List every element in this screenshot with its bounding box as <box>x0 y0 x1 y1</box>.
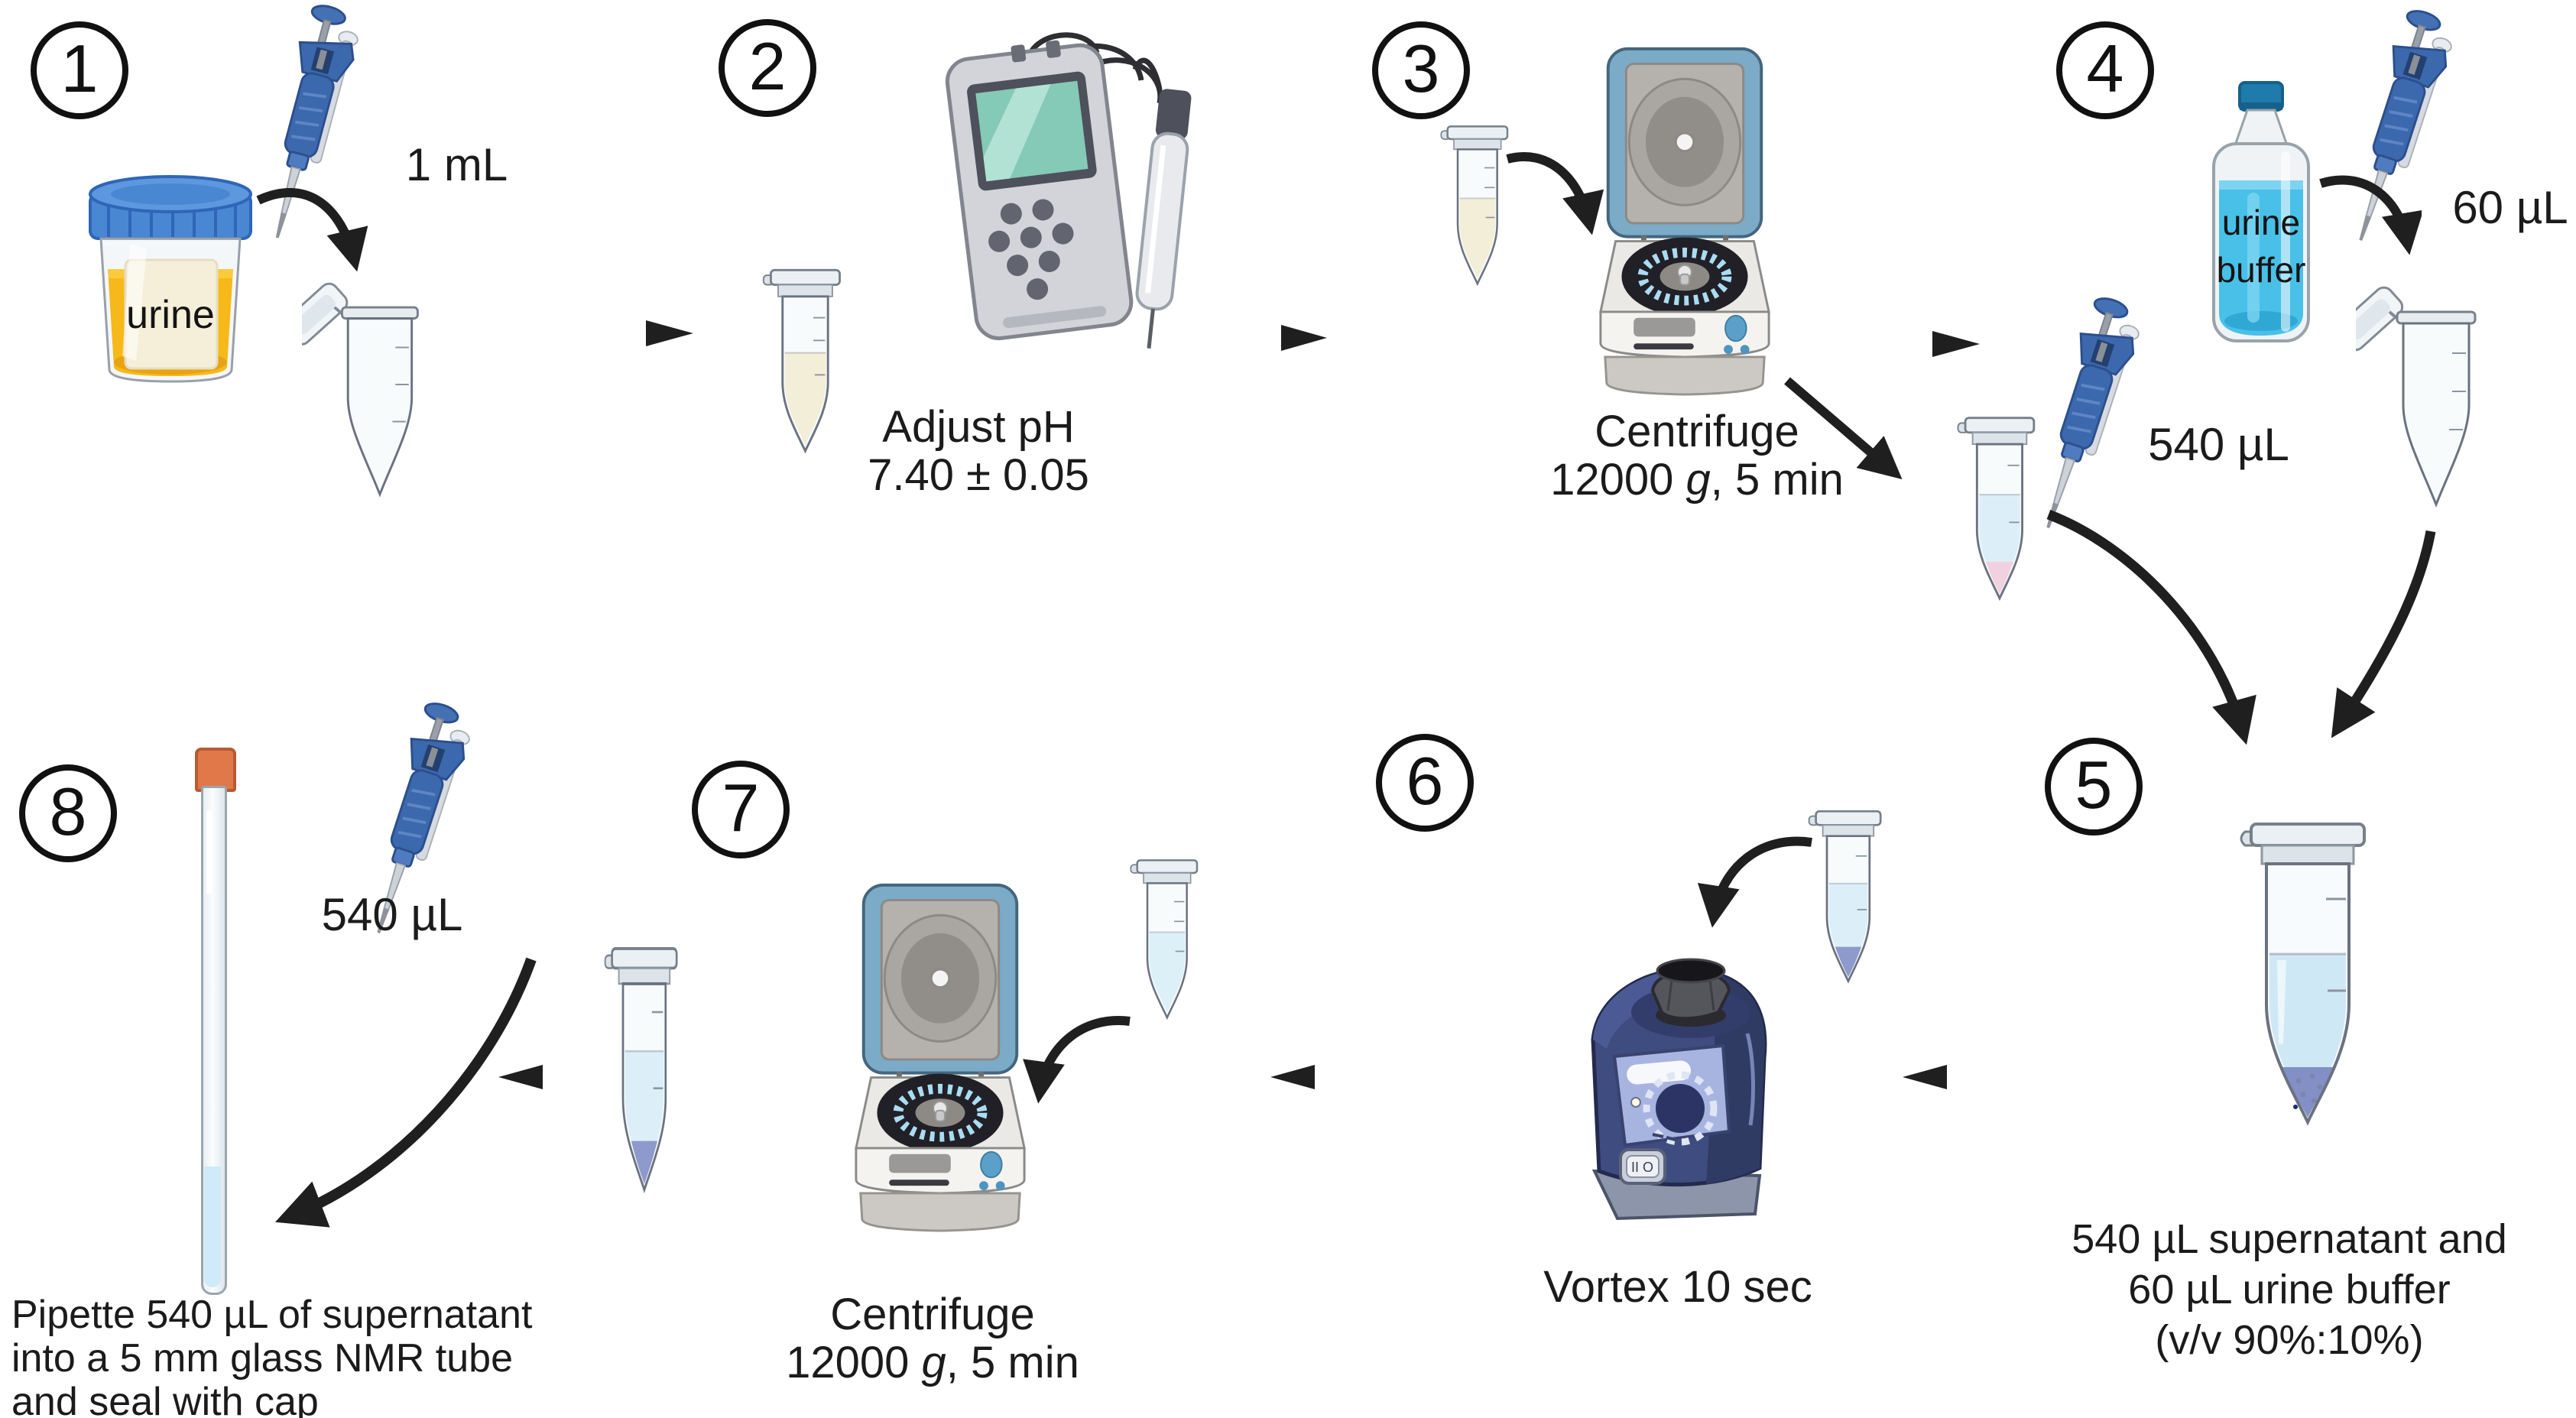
step-1-number: 1 <box>60 31 99 106</box>
step-2-caption-line1: Adjust pH <box>882 402 1075 452</box>
step-7-caption: Centrifuge 12000 g, 5 min <box>764 1290 1101 1387</box>
step-3-number: 3 <box>1402 31 1440 106</box>
step-5-caption-line3: (v/v 90%:10%) <box>2155 1317 2424 1363</box>
curved-arrow-icon <box>1697 836 1812 928</box>
step-4-supernatant-volume-label: 540 µL <box>2148 419 2289 470</box>
step-3-caption-line2: 12000 g, 5 min <box>1550 455 1844 505</box>
step-5-badge: 5 <box>2045 738 2143 836</box>
step-7-number: 7 <box>722 770 760 845</box>
nmr-tube-liquid <box>204 1167 221 1287</box>
step-6-caption: Vortex 10 sec <box>1543 1262 1812 1312</box>
step-3-caption-line1: Centrifuge <box>1595 407 1799 456</box>
microtube-supernatant-icon <box>1128 850 1205 1033</box>
curved-arrow-icon <box>2331 530 2436 738</box>
step-4-buffer-volume-label: 60 µL <box>2452 182 2568 233</box>
step-2-caption-line2: 7.40 ± 0.05 <box>868 450 1089 500</box>
centrifuge-icon <box>850 881 1030 1234</box>
nmr-tube-glint <box>206 810 212 894</box>
microtube-mixed-icon <box>602 942 685 1205</box>
urine-cup-icon <box>83 170 258 388</box>
buffer-bottle-label-line1: urine <box>2221 203 2301 242</box>
curved-arrow-icon <box>274 957 537 1228</box>
microtube-open-icon <box>302 258 428 511</box>
step-5-caption-line2: 60 µL urine buffer <box>2128 1267 2451 1313</box>
curved-arrow-icon <box>256 188 368 272</box>
step-2-number: 2 <box>748 28 787 104</box>
arrow-icon <box>1903 1065 2043 1089</box>
step-7-badge: 7 <box>692 761 790 858</box>
step-8-number: 8 <box>49 774 87 849</box>
step-6-number: 6 <box>1406 743 1444 819</box>
step-8-caption: Pipette 540 µL of supernatant into a 5 m… <box>11 1293 646 1418</box>
centrifuge-icon <box>1595 44 1775 397</box>
buffer-bottle-label-line2: buffer <box>2216 250 2306 290</box>
step-6-badge: 6 <box>1376 734 1474 832</box>
step-5-number: 5 <box>2075 747 2113 823</box>
step-3-badge: 3 <box>1372 21 1470 119</box>
curved-arrow-icon <box>1023 1016 1131 1104</box>
vortex-mixer-icon: II O <box>1567 942 1781 1225</box>
microtube-open-icon <box>2356 261 2486 521</box>
step-3-caption: Centrifuge 12000 g, 5 min <box>1529 407 1865 504</box>
arrow-icon <box>533 320 693 346</box>
step-1-volume-label: 1 mL <box>405 139 508 190</box>
ph-meter-icon <box>913 19 1212 363</box>
arrow-icon <box>1270 1065 1411 1089</box>
step-2-badge: 2 <box>719 19 816 117</box>
step-7-caption-line2: 12000 g, 5 min <box>786 1338 1079 1387</box>
step-4-number: 4 <box>2086 31 2124 106</box>
step-2-caption: Adjust pH 7.40 ± 0.05 <box>810 403 1147 499</box>
step-5-caption: 540 µL supernatant and 60 µL urine buffe… <box>2060 1214 2519 1365</box>
mixed-sample-tube-icon <box>2234 815 2372 1167</box>
svg-text:II O: II O <box>1631 1160 1653 1175</box>
step-8-volume-label: 540 µL <box>321 889 463 940</box>
step-8-badge: 8 <box>19 764 117 862</box>
step-8-caption-line2: into a 5 mm glass NMR tube <box>11 1336 514 1381</box>
curved-arrow-icon <box>2319 175 2422 255</box>
step-1-badge: 1 <box>31 21 128 119</box>
step-5-caption-line1: 540 µL supernatant and <box>2072 1216 2507 1262</box>
step-8-caption-line1: Pipette 540 µL of supernatant <box>11 1293 533 1337</box>
urine-cup-label: urine <box>126 293 215 337</box>
arrow-icon <box>1796 331 1980 357</box>
step-4-badge: 4 <box>2056 21 2154 119</box>
curved-arrow-icon <box>2046 509 2256 745</box>
step-8-caption-line3: and seal with cap <box>11 1380 319 1418</box>
diagonal-arrow-icon <box>1784 377 1903 479</box>
microtube-pellet-pink-icon <box>1954 413 2044 610</box>
arrow-icon <box>1192 325 1327 351</box>
curved-arrow-icon <box>1506 152 1604 235</box>
step-7-caption-line1: Centrifuge <box>830 1290 1035 1339</box>
buffer-bottle-icon <box>2200 78 2322 346</box>
